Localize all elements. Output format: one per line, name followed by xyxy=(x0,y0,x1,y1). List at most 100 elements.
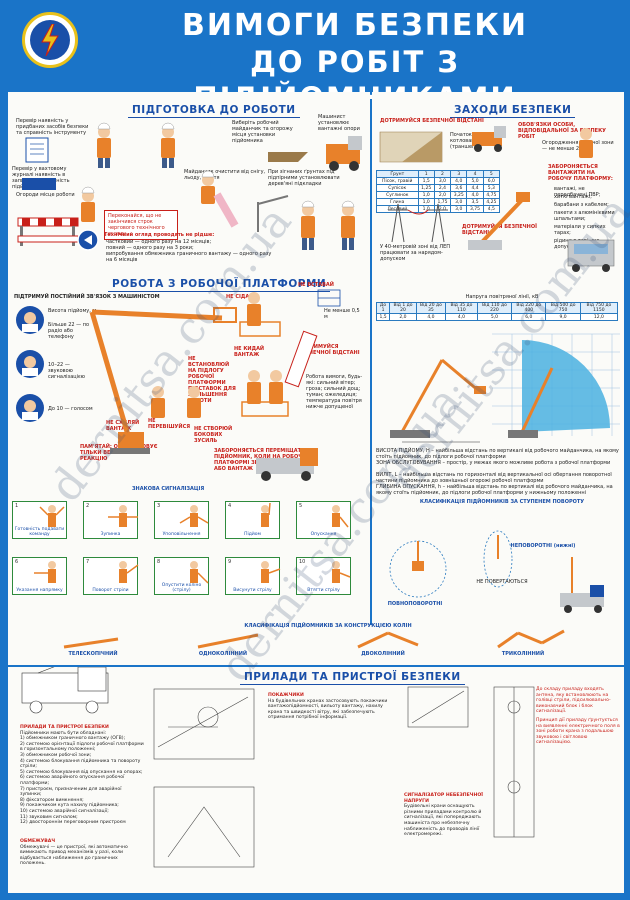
list-item: 12) двостороннім переговорним пристроєм xyxy=(20,820,126,826)
signals-illustration xyxy=(34,502,351,584)
limiter-title: ОБМЕЖУВАЧ xyxy=(20,839,56,844)
devices-list-intro: Підйомники мають бути обладнані: xyxy=(20,730,107,736)
devices-illustration xyxy=(21,667,535,868)
section-title-devices: ПРИЛАДИ ТА ПРИСТРОЇ БЕЗПЕКИ xyxy=(240,671,465,685)
list-item: 11) звуковим сигналом; xyxy=(20,814,78,820)
logbook-icon xyxy=(22,178,56,190)
crane-schematic xyxy=(153,686,535,868)
aerial-lift-illustration xyxy=(508,367,554,438)
voltage-signaller-description: Будівельні крани оснащують різними прила… xyxy=(404,804,482,838)
truck-illustration xyxy=(560,557,604,613)
platform-note-14: НЕ СТВОРЮЙ БОКОВИХ ЗУСИЛЬ xyxy=(194,426,233,444)
barrier-icon xyxy=(17,217,79,246)
signal-operator-icon xyxy=(16,350,44,378)
list-item: 8) фіксатором вимкнення; xyxy=(20,797,84,803)
platform-note-2: Висота підйому, м xyxy=(48,308,97,314)
prep-note-5: Майданчик очистити від снігу, льоду, смі… xyxy=(184,169,266,181)
type-triple: ТРИКОЛІННИЙ xyxy=(501,651,545,657)
voltage-signaller-title: СИГНАЛІЗАТОР НЕБЕЗПЕЧНОЇ НАПРУГИ xyxy=(404,793,483,804)
list-item: 1) обмежником граничного вантажу (ОГВ); xyxy=(20,736,126,742)
prep-note-6: При зігнаних ґрунтах під підпірними уста… xyxy=(268,169,340,187)
indicators-description: На будівельних кранах застосовують покаж… xyxy=(268,698,388,721)
platform-note-18: ЗНАКОВА СИГНАЛІЗАЦІЯ xyxy=(132,486,205,492)
platform-note-7: НЕ СІДАЙ xyxy=(226,294,254,300)
definition-reach: ВИЛІТ, L – найбільша відстань по горизон… xyxy=(376,472,612,484)
class-partial-label: НЕПОВОРОТНІ (нижні) xyxy=(510,543,576,549)
boom-types-panel: КЛАСИФІКАЦІЯ ПІДЙОМНИКІВ ЗА КОНСТРУКЦІЄЮ… xyxy=(8,623,624,665)
limiter-text: ОБМЕЖУВАЧ Обмежувачі — це пристрої, які … xyxy=(20,839,144,867)
worker-illustration xyxy=(579,128,593,158)
list-item: 9) покажчиком кута нахилу підйомника; xyxy=(20,803,119,809)
clipboard-icon xyxy=(25,137,49,163)
indicators-text: ПОКАЖЧИКИ На будівельних кранах застосов… xyxy=(268,693,388,721)
prep-note-3: Машинист установлює вантажні опори xyxy=(318,114,360,132)
voice-operator-icon xyxy=(16,394,44,422)
classification-title: КЛАСИФІКАЦІЯ ПІДЙОМНИКІВ ЗА СТУПЕНЕМ ПОВ… xyxy=(419,499,585,505)
classification-panel: КЛАСИФІКАЦІЯ ПІДЙОМНИКІВ ЗА СТУПЕНЕМ ПОВ… xyxy=(372,495,624,625)
radio-operator-icon xyxy=(16,306,44,334)
prep-note-8: Переконайся, що не закінчився строк черг… xyxy=(104,210,178,240)
title-line-1: ВИМОГИ БЕЗПЕКИ xyxy=(182,8,528,43)
type-telescopic: ТЕЛЕСКОПІЧНИЙ xyxy=(68,651,118,657)
aerial-lift-illustration xyxy=(468,192,530,250)
rotation-diagram xyxy=(389,530,604,613)
list-item: 5) системою блокування від опускання на … xyxy=(20,769,143,775)
worker-illustration xyxy=(81,126,355,250)
class-rotating-label: НЕ ПОВЕРТАЮТЬСЯ xyxy=(476,579,528,585)
prep-note-12: випробування обмежника граничного вантаж… xyxy=(106,251,272,263)
boom-types-illustration xyxy=(63,629,565,649)
service-zone-area xyxy=(522,340,610,432)
devices-list: ПРИЛАДИ ТА ПРИСТРОЇ БЕЗПЕКИ Підйомники м… xyxy=(20,725,144,826)
list-item: 10) системою аварійної сигналізації; xyxy=(20,808,109,814)
list-item: 4) системою блокування підйомника та пов… xyxy=(20,758,141,770)
section-title-measures: ЗАХОДИ БЕЗПЕКИ xyxy=(450,104,576,118)
lightning-icon xyxy=(41,24,59,56)
platform-note-6: НЕ ВСТАВАЙ xyxy=(298,282,334,288)
preparation-illustrations xyxy=(17,122,362,251)
truck-illustration xyxy=(472,126,506,152)
aerial-lift-illustration xyxy=(390,358,486,443)
safety-note-8: пакети з алюмінієвими шпальтами; xyxy=(554,210,615,222)
section-title-platform: РОБОТА З РОБОЧОЇ ПЛАТФОРМИ xyxy=(108,278,331,292)
worker-illustration xyxy=(151,292,283,418)
list-item: 3) обмежником робочої зони; xyxy=(20,752,92,758)
preparation-panel: ПІДГОТОВКА ДО РОБОТИ Перевір наявність у… xyxy=(8,92,370,272)
class-full-label: ПОВНОПОВОРОТНІ xyxy=(387,601,443,607)
platform-work-panel: РОБОТА З РОБОЧОЇ ПЛАТФОРМИ ПІДТРИМУЙ ПОС… xyxy=(8,272,370,495)
safety-note-7: барабани з кабелем; xyxy=(554,202,609,208)
aerial-lift-arm xyxy=(89,307,237,454)
warning-sign-pole xyxy=(213,192,239,228)
safety-note-5: вантажі, не передбачені ПВР; xyxy=(554,186,601,198)
devices-list-title: ПРИЛАДИ ТА ПРИСТРОЇ БЕЗПЕКИ xyxy=(20,725,109,730)
definition-depth: ГЛИБИНА ОПУСКАННЯ, h – найбільша відстан… xyxy=(376,484,613,496)
voltage-signaller-text: СИГНАЛІЗАТОР НЕБЕЗПЕЧНОЇ НАПРУГИ Будівел… xyxy=(404,793,488,838)
voltage-table-caption: Напруга повітряної лінії, кВ xyxy=(465,294,539,300)
lift-truck-drawing xyxy=(21,667,109,714)
limiter-description: Обмежувачі — це пристрої, які автоматичн… xyxy=(20,844,128,867)
logo xyxy=(22,12,78,68)
platform-illustrations xyxy=(16,289,341,481)
reach-chart-illustration xyxy=(390,333,620,443)
platform-note-8: НЕ КИДАЙ ВАНТАЖ xyxy=(234,346,265,358)
indicators-title: ПОКАЖЧИКИ xyxy=(268,693,304,698)
safety-measures-panel: ЗАХОДИ БЕЗПЕКИ ДОТРИМУЙСЯ БЕЗПЕЧНОЇ ВІДС… xyxy=(372,92,624,272)
platform-note-10: НЕ ПЕРЕВІШУЙСЯ xyxy=(148,418,191,430)
list-item: 2) системою орієнтації підлоги робочої п… xyxy=(20,741,144,753)
platform-note-15: ДОТРИМУЙСЯ БЕЗПЕЧНОЇ ВІДСТАНІ xyxy=(298,344,360,356)
prep-note-2: Виберіть робочий майданчик та огорожу мі… xyxy=(232,120,293,144)
platform-note-3: Більше 22 — по радіо або телефону xyxy=(48,322,90,340)
safety-note-11: У 40-метровій зоні від ЛЕП працювати за … xyxy=(380,244,450,262)
prep-note-7: Огороди місце роботи xyxy=(16,192,75,198)
